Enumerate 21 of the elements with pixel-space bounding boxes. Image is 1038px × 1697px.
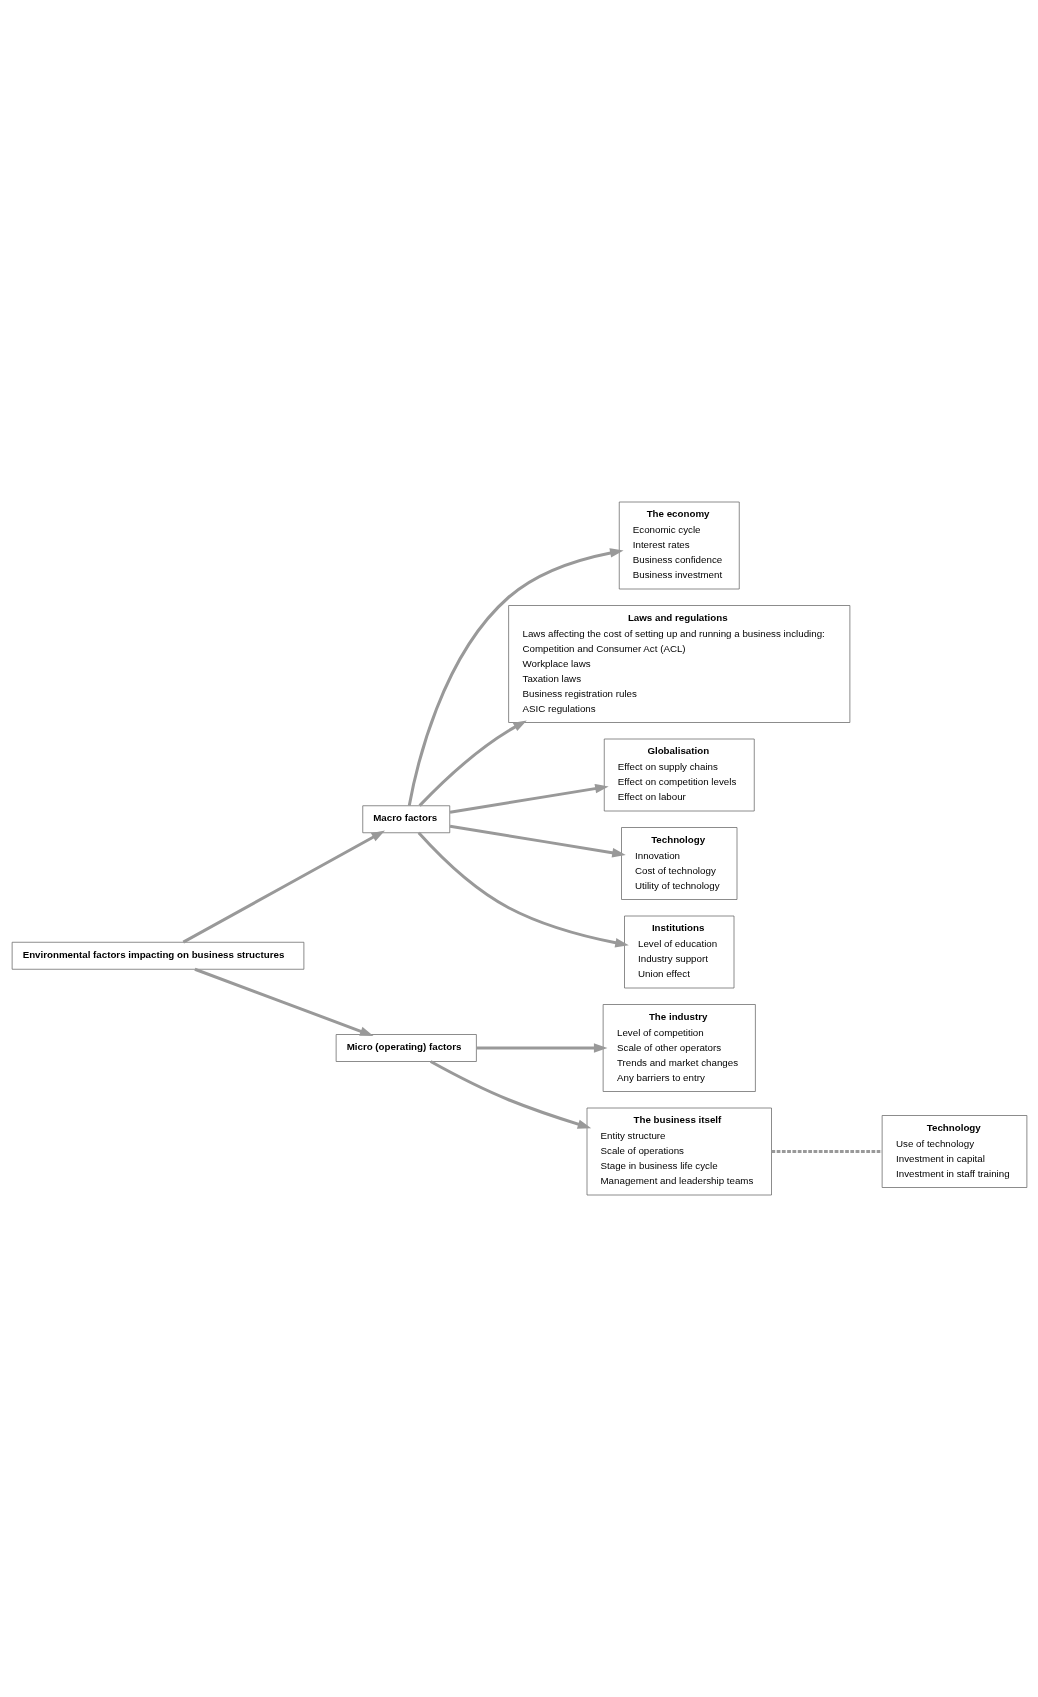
node-box: The business itself Entity structure Scale of operations Stage in business life cycle Management and leadership teams [586, 1107, 772, 1196]
node-box: Micro (operating) factors [335, 1034, 477, 1062]
node-box: Laws and regulations Laws affecting the cost of setting up and running a business including: Competition and Consumer Act (ACL) Workplace laws Taxation laws Business registration rules ASIC regulations [507, 605, 850, 723]
arrow [418, 720, 527, 807]
node-box: Macro factors [361, 805, 450, 834]
arrow [417, 831, 629, 948]
node-box: Technology Use of technology Investment in capital Investment in staff training [881, 1115, 1027, 1188]
arrow [476, 1043, 607, 1053]
node-box: Technology Innovation Cost of technology Utility of technology [620, 827, 737, 900]
node-box: Institutions Level of education Industry support Union effect [623, 915, 734, 989]
arrow [429, 1060, 591, 1129]
node-box: The industry Level of competition Scale of other operators Trends and market changes Any barriers to entry [602, 1004, 756, 1092]
arrow [449, 824, 626, 858]
arrow [182, 830, 385, 944]
connector [771, 1150, 882, 1153]
node-box: Environmental factors impacting on business structures [11, 941, 304, 970]
arrow [449, 783, 609, 814]
arrow [407, 548, 624, 806]
arrow [193, 967, 373, 1037]
node-box: Globalisation Effect on supply chains Effect on competition levels Effect on labour [603, 738, 755, 812]
node-box: The economy Economic cycle Interest rates Business confidence Business investment [618, 501, 740, 590]
